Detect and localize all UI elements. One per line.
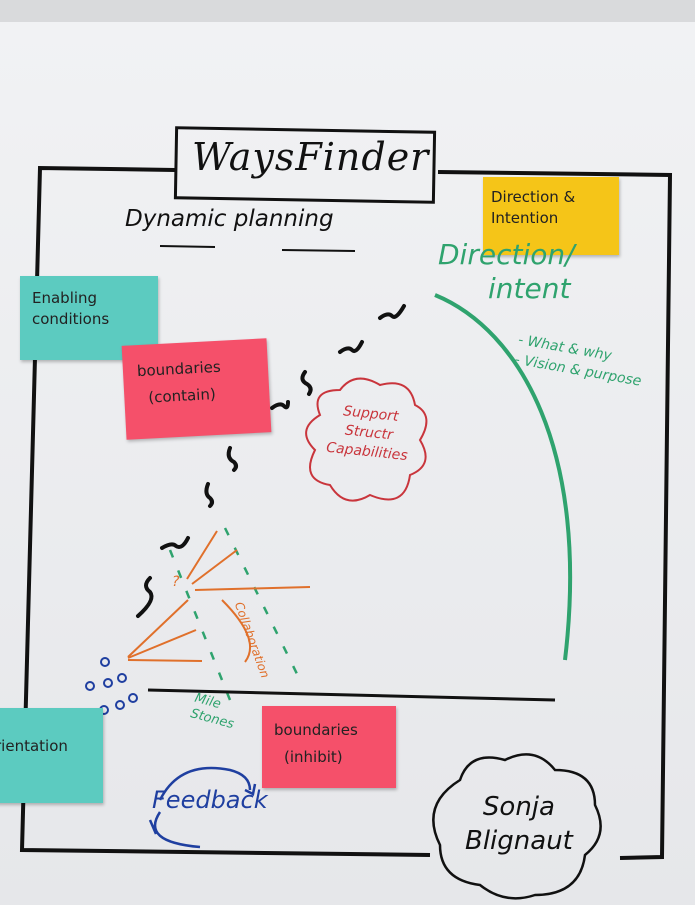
note-line: boundaries bbox=[274, 721, 358, 739]
heading-line: Direction/ bbox=[438, 238, 575, 271]
milestone-dashes bbox=[168, 527, 302, 701]
stepping-squiggles bbox=[136, 304, 406, 618]
note-line: Direction & bbox=[491, 188, 576, 206]
heading-line: intent bbox=[488, 272, 571, 305]
dots-icon bbox=[85, 657, 138, 715]
note-line: rientation bbox=[0, 737, 68, 755]
note-line: boundaries bbox=[136, 357, 222, 381]
sticky-boundaries-contain: boundaries (contain) bbox=[121, 338, 272, 440]
note-line: Enabling bbox=[32, 289, 98, 307]
wall-background bbox=[0, 0, 695, 26]
feedback-label: Feedback bbox=[152, 786, 268, 814]
sticky-orientation: rientation bbox=[0, 708, 103, 803]
author-cloud bbox=[432, 753, 602, 900]
feedback-loop-icon bbox=[148, 766, 257, 849]
direction-heading: Direction/ intent bbox=[438, 238, 575, 306]
direction-arc bbox=[434, 293, 573, 661]
author-last-name: Blignaut bbox=[465, 826, 573, 856]
exploration-arrows bbox=[127, 530, 311, 663]
cloud-text: Support Structr Capabilities bbox=[325, 401, 412, 466]
subtitle-underline bbox=[159, 245, 356, 252]
author-first-name: Sonja bbox=[482, 792, 555, 822]
note-line: (inhibit) bbox=[284, 748, 343, 766]
title-box bbox=[173, 126, 437, 204]
sticky-direction-intention: Direction & Intention bbox=[483, 177, 619, 255]
base-line bbox=[147, 688, 556, 702]
page-title: WaysFinder bbox=[192, 135, 430, 179]
note-line: Intention bbox=[491, 209, 559, 227]
note-line: (contain) bbox=[147, 385, 217, 407]
subtitle: Dynamic planning bbox=[125, 206, 334, 232]
support-cloud bbox=[305, 377, 428, 502]
note-line: conditions bbox=[32, 310, 110, 328]
question-mark: ? bbox=[172, 574, 180, 590]
chart-frame bbox=[19, 165, 673, 860]
sticky-boundaries-inhibit: boundaries (inhibit) bbox=[262, 706, 396, 788]
author-name: Sonja Blignaut bbox=[465, 790, 573, 858]
